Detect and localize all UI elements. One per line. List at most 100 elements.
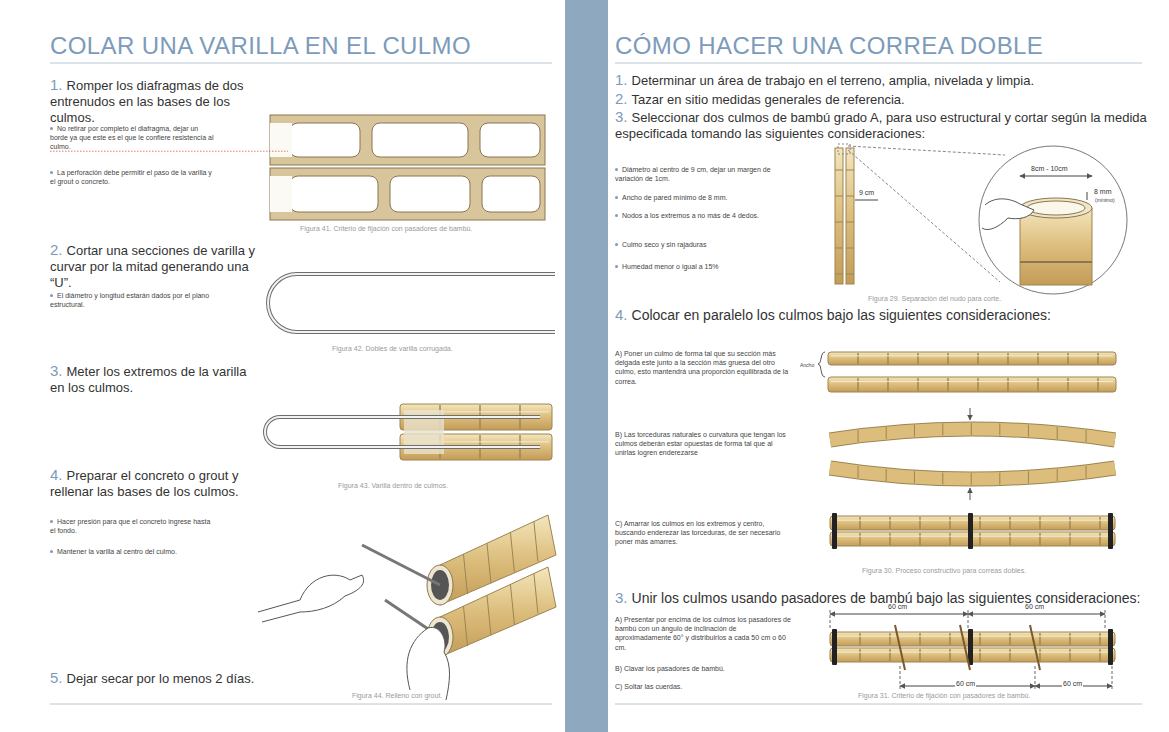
detail-marker <box>838 144 850 154</box>
tie-band <box>1108 513 1113 549</box>
step-number: 1. <box>50 76 63 93</box>
rebar-in-culm-core <box>265 417 540 447</box>
text-block: 2.Tazar en sitio medidas generales de re… <box>615 90 1160 108</box>
dimension-note: Ancho <box>800 362 814 368</box>
bamboo-pin <box>1030 625 1040 670</box>
figure-caption: Figura 43. Varilla dentro de culmos. <box>338 482 448 489</box>
step-number: 1. <box>615 71 628 88</box>
rebar <box>362 545 440 585</box>
text-block: El diámetro y longitud estarán dados por… <box>50 291 215 309</box>
text-block: Humedad menor o igual a 15% <box>615 262 787 271</box>
step-text: Romper los diafragmas de dos entrenudos … <box>50 78 244 125</box>
bullet-dot <box>615 243 618 246</box>
bullet-note: Ancho de pared mínimo de 8 mm. <box>622 194 727 201</box>
dimension-line <box>1020 176 1092 177</box>
tie-band <box>832 629 837 665</box>
rule-line <box>615 63 1142 64</box>
guide-line <box>1112 666 1113 690</box>
bamboo-pole <box>846 148 854 284</box>
rebar-u <box>268 274 555 332</box>
bullet-dot <box>50 550 53 553</box>
text-block: Hacer presión para que el concreto ingre… <box>50 517 215 535</box>
consideration-text: C) Amarrar los culmos en los extremos y … <box>615 520 780 545</box>
page-panel: COLAR UNA VARILLA EN EL CULMO <box>0 0 565 732</box>
text-block: C) Soltar las cuerdas. <box>615 682 793 691</box>
bullet-note: Diámetro al centro de 9 cm, dejar un mar… <box>615 166 771 182</box>
consideration-text: A) Presentar por encima de los culmos lo… <box>615 616 791 651</box>
dimension-label: 8cm - 10cm <box>1031 165 1068 172</box>
text-block: B) Clavar los pasadores de bambú. <box>615 664 793 673</box>
text-block: (mínimo) <box>1095 197 1115 203</box>
arm <box>258 600 300 622</box>
guide-line <box>1035 666 1036 690</box>
leader-line <box>848 150 1000 282</box>
tie-band <box>968 513 973 549</box>
guide-line <box>968 610 969 630</box>
bullet-dot <box>615 196 618 199</box>
text-block: 60 cm <box>1024 603 1045 610</box>
text-block: 3.Meter los extremos de la varilla en lo… <box>50 362 250 396</box>
text-block: Figura 42. Dobles de varilla corrugada. <box>332 345 453 352</box>
step-number: 2. <box>615 90 628 107</box>
bamboo-pin <box>960 625 970 670</box>
step-text: Unir los culmos usando pasadores de bamb… <box>632 590 1141 606</box>
text-block: 3.Seleccionar dos culmos de bambú grado … <box>615 108 1160 142</box>
dimension-label: 60 cm <box>1063 680 1082 687</box>
text-block: Figura 29. Separación del nudo para cort… <box>868 295 1001 302</box>
dimension-line <box>855 200 878 201</box>
dimension-line <box>968 614 1105 615</box>
consideration-text: B) Clavar los pasadores de bambú. <box>615 665 725 672</box>
tie-band <box>968 629 973 665</box>
text-block: 1.Determinar un área de trabajo en el te… <box>615 71 1160 89</box>
text-block: 60 cm <box>887 603 908 610</box>
text-block: Nodos a los extremos a no más de 4 dedos… <box>615 211 787 220</box>
text-block: 2.Cortar una secciones de varilla y curv… <box>50 241 265 290</box>
dimension-label: 9 cm <box>859 189 874 196</box>
page-divider <box>565 0 608 732</box>
guide-line <box>1105 610 1106 630</box>
text-block: Figura 41. Criterio de fijación con pasa… <box>300 225 472 232</box>
text-block: 4.Colocar en paralelo los culmos bajo la… <box>615 306 1160 324</box>
bullet-note: Culmo seco y sin rajaduras <box>622 241 706 248</box>
text-block: Figura 43. Varilla dentro de culmos. <box>338 482 448 489</box>
dimension-label: 60 cm <box>888 603 907 610</box>
bamboo-culm <box>828 377 1116 392</box>
text-block: Figura 30. Proceso constructivo para cor… <box>862 567 1026 574</box>
dimension-line <box>830 614 968 615</box>
figure-caption: Figura 30. Proceso constructivo para cor… <box>862 567 1026 574</box>
text-block: 60 cm <box>955 680 976 687</box>
bullet-note: No retirar por completo el diafragma, de… <box>50 125 213 150</box>
text-block: B) Las torceduras naturales o curvatura … <box>615 430 793 458</box>
text-block: 3.Unir los culmos usando pasadores de ba… <box>615 589 1160 607</box>
bullet-dot <box>615 168 618 171</box>
step-number: 4. <box>50 466 63 483</box>
text-block: La perforación debe permitir el paso de … <box>50 168 215 186</box>
text-block: Mantener la varilla al centro del culmo. <box>50 547 200 556</box>
step-text: Colocar en paralelo los culmos bajo las … <box>632 307 1051 323</box>
step-text: Seleccionar dos culmos de bambú grado A,… <box>615 110 1147 141</box>
text-block: Figura 44. Relleno con grout. <box>352 692 442 699</box>
bamboo-pole <box>835 148 843 284</box>
rebar-u-core <box>268 274 555 332</box>
text-block: 4.Preparar el concreto o grout y rellena… <box>50 466 265 500</box>
tie-band <box>1108 629 1113 665</box>
step-number: 4. <box>615 306 628 323</box>
step-number: 3. <box>615 108 628 125</box>
bullet-dot <box>615 265 618 268</box>
culm-section <box>270 168 545 220</box>
figure-caption: Figura 41. Criterio de fijación con pasa… <box>300 225 472 232</box>
dimension-label: 8 mm <box>1094 188 1112 195</box>
dimension-label: 60 cm <box>1025 603 1044 610</box>
dimension-line <box>1035 686 1112 687</box>
step-text: Preparar el concreto o grout y rellenar … <box>50 468 239 499</box>
detail-circle <box>979 146 1127 294</box>
dimension-note: (mínimo) <box>1095 197 1115 203</box>
bullet-dot <box>50 520 53 523</box>
bamboo-pin <box>895 625 905 670</box>
page-heading: CÓMO HACER UNA CORREA DOBLE <box>615 32 1043 60</box>
dimension-line <box>900 686 1035 687</box>
curved-culm <box>830 466 1115 485</box>
step-number: 5. <box>50 669 63 686</box>
